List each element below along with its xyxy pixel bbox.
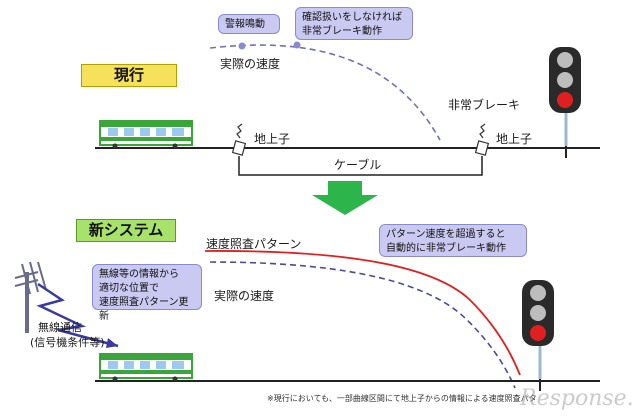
transponder-2 <box>474 123 490 156</box>
new-system-section-tag: 新システム <box>76 219 176 242</box>
radio-update-line-2: 適切な位置で <box>99 283 159 294</box>
brake-point-marker <box>293 41 301 49</box>
transition-arrow <box>312 181 378 215</box>
exceed-callout: パターン速度を超過すると 自動的に非常ブレーキ動作 <box>379 224 527 257</box>
new-actual-speed-curve <box>209 261 516 389</box>
current-actual-speed-label: 実際の速度 <box>220 57 281 71</box>
radio-antenna <box>14 261 47 333</box>
transponder-label-1: 地上子 <box>254 132 291 146</box>
radio-update-line-3: 速度照査パターン更新 <box>99 297 189 322</box>
speed-check-pattern-label: 速度照査パターン <box>206 237 302 251</box>
cable-label: ケーブル <box>334 158 382 172</box>
watermark: Response. <box>520 386 634 411</box>
new-train <box>99 353 193 382</box>
current-signal <box>549 47 581 146</box>
radio-signal-zigzag <box>36 282 119 348</box>
radio-signal-arrowhead <box>106 338 118 348</box>
radio-comm-label: 無線通信 (信号機条件等) <box>30 320 105 350</box>
brake-callout-line-1: 確認扱いをしなければ <box>302 12 402 23</box>
speed-check-pattern-curve <box>204 250 521 376</box>
alarm-callout: 警報鳴動 <box>218 14 280 34</box>
alarm-callout-text: 警報鳴動 <box>225 19 265 30</box>
alarm-point-marker <box>238 42 246 50</box>
exceed-callout-line-2: 自動的に非常ブレーキ動作 <box>386 243 506 254</box>
radio-update-line-1: 無線等の情報から <box>99 269 179 280</box>
footnote: ※現行においても、一部曲線区間にて地上子からの情報による速度照査パタ <box>267 394 537 403</box>
brake-callout-line-2: 非常ブレーキ動作 <box>302 26 382 37</box>
radio-update-callout: 無線等の情報から 適切な位置で 速度照査パターン更新 <box>92 264 202 322</box>
transponder-1 <box>231 123 247 156</box>
exceed-callout-line-1: パターン速度を超過すると <box>386 229 506 240</box>
new-signal <box>522 280 554 379</box>
radio-comm-line-1: 無線通信 <box>38 321 82 334</box>
radio-comm-line-2: (信号機条件等) <box>30 336 105 349</box>
emergency-brake-label: 非常ブレーキ <box>448 98 521 112</box>
cable-line <box>238 156 483 176</box>
current-section-tag: 現行 <box>81 64 177 87</box>
brake-callout: 確認扱いをしなければ 非常ブレーキ動作 <box>295 7 413 40</box>
current-train <box>99 120 193 149</box>
new-actual-speed-label: 実際の速度 <box>214 289 275 303</box>
transponder-label-2: 地上子 <box>496 132 533 146</box>
